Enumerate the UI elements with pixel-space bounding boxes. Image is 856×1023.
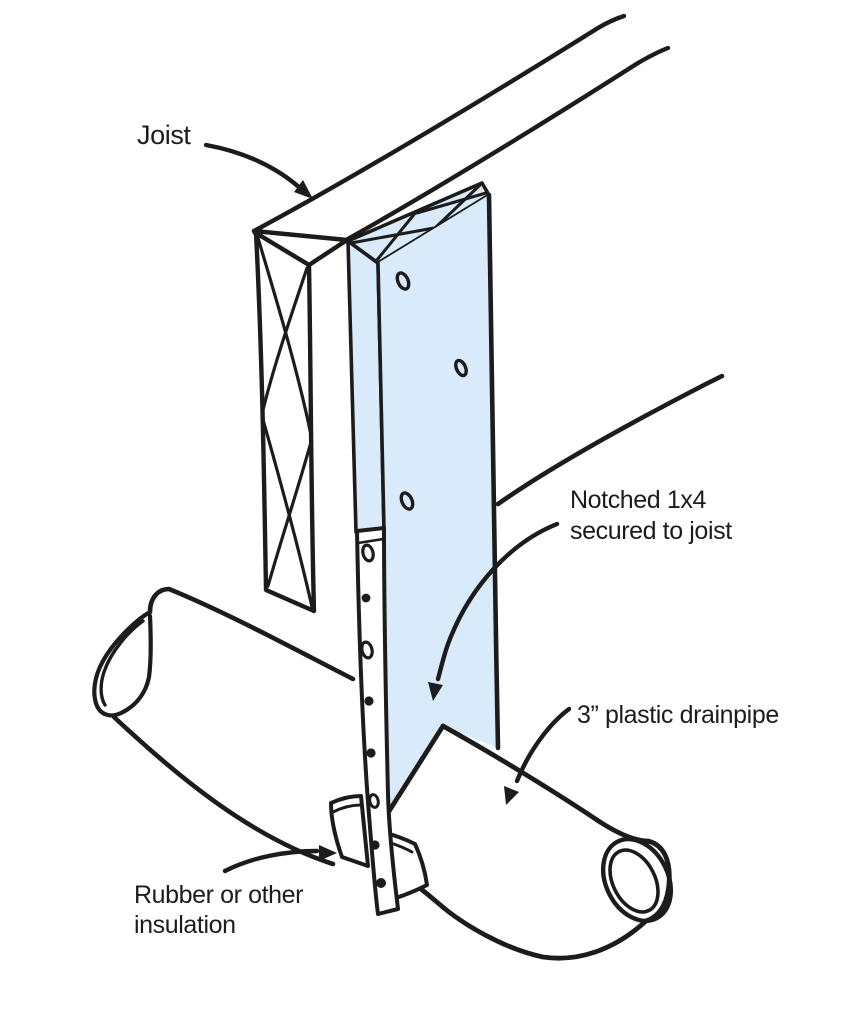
board-screw-holes (395, 271, 468, 511)
drainpipe-right-section (383, 723, 674, 961)
joist-end-x-marks (256, 236, 314, 609)
pipe-right-body-fill (386, 726, 670, 959)
pipe-left-end-cap (92, 609, 153, 718)
strap-hole-open (361, 543, 375, 563)
joist-label: Joist (137, 120, 191, 150)
strap-hole-filled (366, 748, 376, 758)
board-front-face (378, 195, 498, 816)
rubber-label-line1: Rubber or other (134, 881, 303, 909)
strap-holes (360, 543, 386, 888)
rubber-label-line2: insulation (134, 911, 236, 939)
drainpipe-left-section (92, 586, 356, 867)
joist-far-edge-line (495, 373, 725, 507)
strap-hole-open (360, 640, 374, 660)
drainpipe-leader-arrow (504, 706, 572, 805)
rubber-leader-arrow (222, 845, 337, 874)
pipe-left-top-edge (147, 586, 356, 682)
notched-1x4-label-line2: secured to joist (570, 517, 732, 545)
joist-leader-arrow (203, 142, 313, 199)
leader-arrows (203, 142, 572, 874)
strap-hole-filled (361, 593, 371, 603)
strap-hole-filled (376, 878, 386, 888)
board-notch-x-marks (349, 183, 488, 262)
strap-hole-open (368, 793, 380, 809)
pipe-left-bottom-edge (111, 714, 336, 867)
screw-hole (399, 491, 415, 511)
pipe-hanger-strap (355, 526, 400, 916)
joist-bottom-edge (343, 45, 671, 243)
board-right-edge (486, 192, 501, 751)
diagram-labels: Joist Notched 1x4 secured to joist 3” pl… (134, 120, 779, 939)
pipe-end-cap-outer-ring (600, 836, 674, 924)
strap-notch-line (356, 537, 385, 545)
pipe-end-cap-inner-ring (608, 848, 660, 914)
pipe-right-outline (383, 723, 672, 961)
joist-end-block (251, 228, 350, 614)
screw-hole (454, 358, 468, 378)
strap-hole-filled (364, 696, 374, 706)
strap-hole-filled (370, 840, 380, 850)
notched-1x4-label-line1: Notched 1x4 (570, 486, 706, 514)
strap-body (355, 526, 400, 916)
board-left-edge (376, 261, 386, 531)
joist-end-front-face (253, 230, 317, 614)
rubber-left-flap (329, 794, 370, 868)
rubber-left-flap-edge-line (331, 803, 363, 814)
screw-hole (395, 271, 411, 291)
notched-1x4-leader-arrow (428, 521, 560, 701)
notched-1x4-board (346, 181, 501, 816)
pipe-left-end-cap-inner-ring (99, 619, 145, 707)
joist-top-edge (251, 13, 627, 234)
drainpipe-label: 3” plastic drainpipe (577, 701, 779, 729)
joist-beam (251, 13, 671, 243)
